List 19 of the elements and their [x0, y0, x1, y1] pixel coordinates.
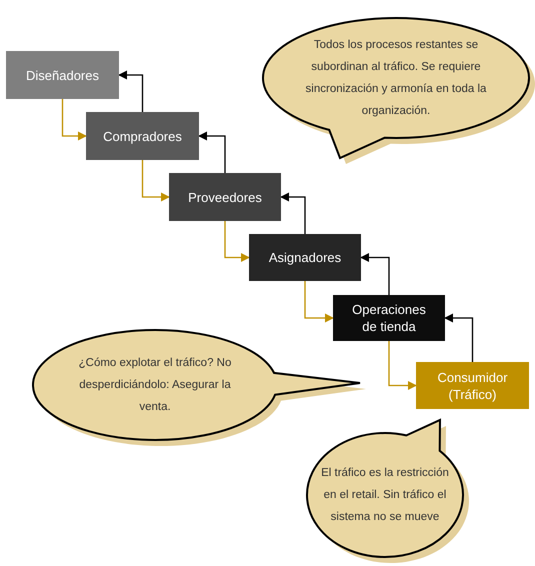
arrow	[304, 281, 334, 323]
arrow	[388, 341, 417, 390]
arrow	[224, 221, 250, 262]
bubble-text: Todos los procesos restantes se subordinan al tráfico. Se requiere sincronización y armonía en toda la organización.	[304, 38, 488, 119]
arrow	[62, 99, 87, 141]
arrow	[360, 252, 390, 295]
process-box: Compradores	[86, 112, 199, 160]
bubble-text: El tráfico es la restricción en el retail. Sin tráfico el sistema no se mueve	[321, 466, 449, 525]
process-box: Diseñadores	[6, 51, 119, 99]
arrow	[280, 192, 306, 234]
arrow	[198, 131, 226, 173]
process-box: Proveedores	[169, 173, 281, 221]
arrow	[444, 313, 474, 362]
process-box: Operaciones de tienda	[333, 295, 445, 341]
process-box: Asignadores	[249, 234, 361, 281]
arrow	[142, 160, 170, 202]
arrow	[118, 70, 144, 112]
process-box: Consumidor (Tráfico)	[416, 362, 529, 409]
bubble-text: ¿Cómo explotar el tráfico? No desperdiciándolo: Asegurar la venta.	[78, 356, 232, 415]
